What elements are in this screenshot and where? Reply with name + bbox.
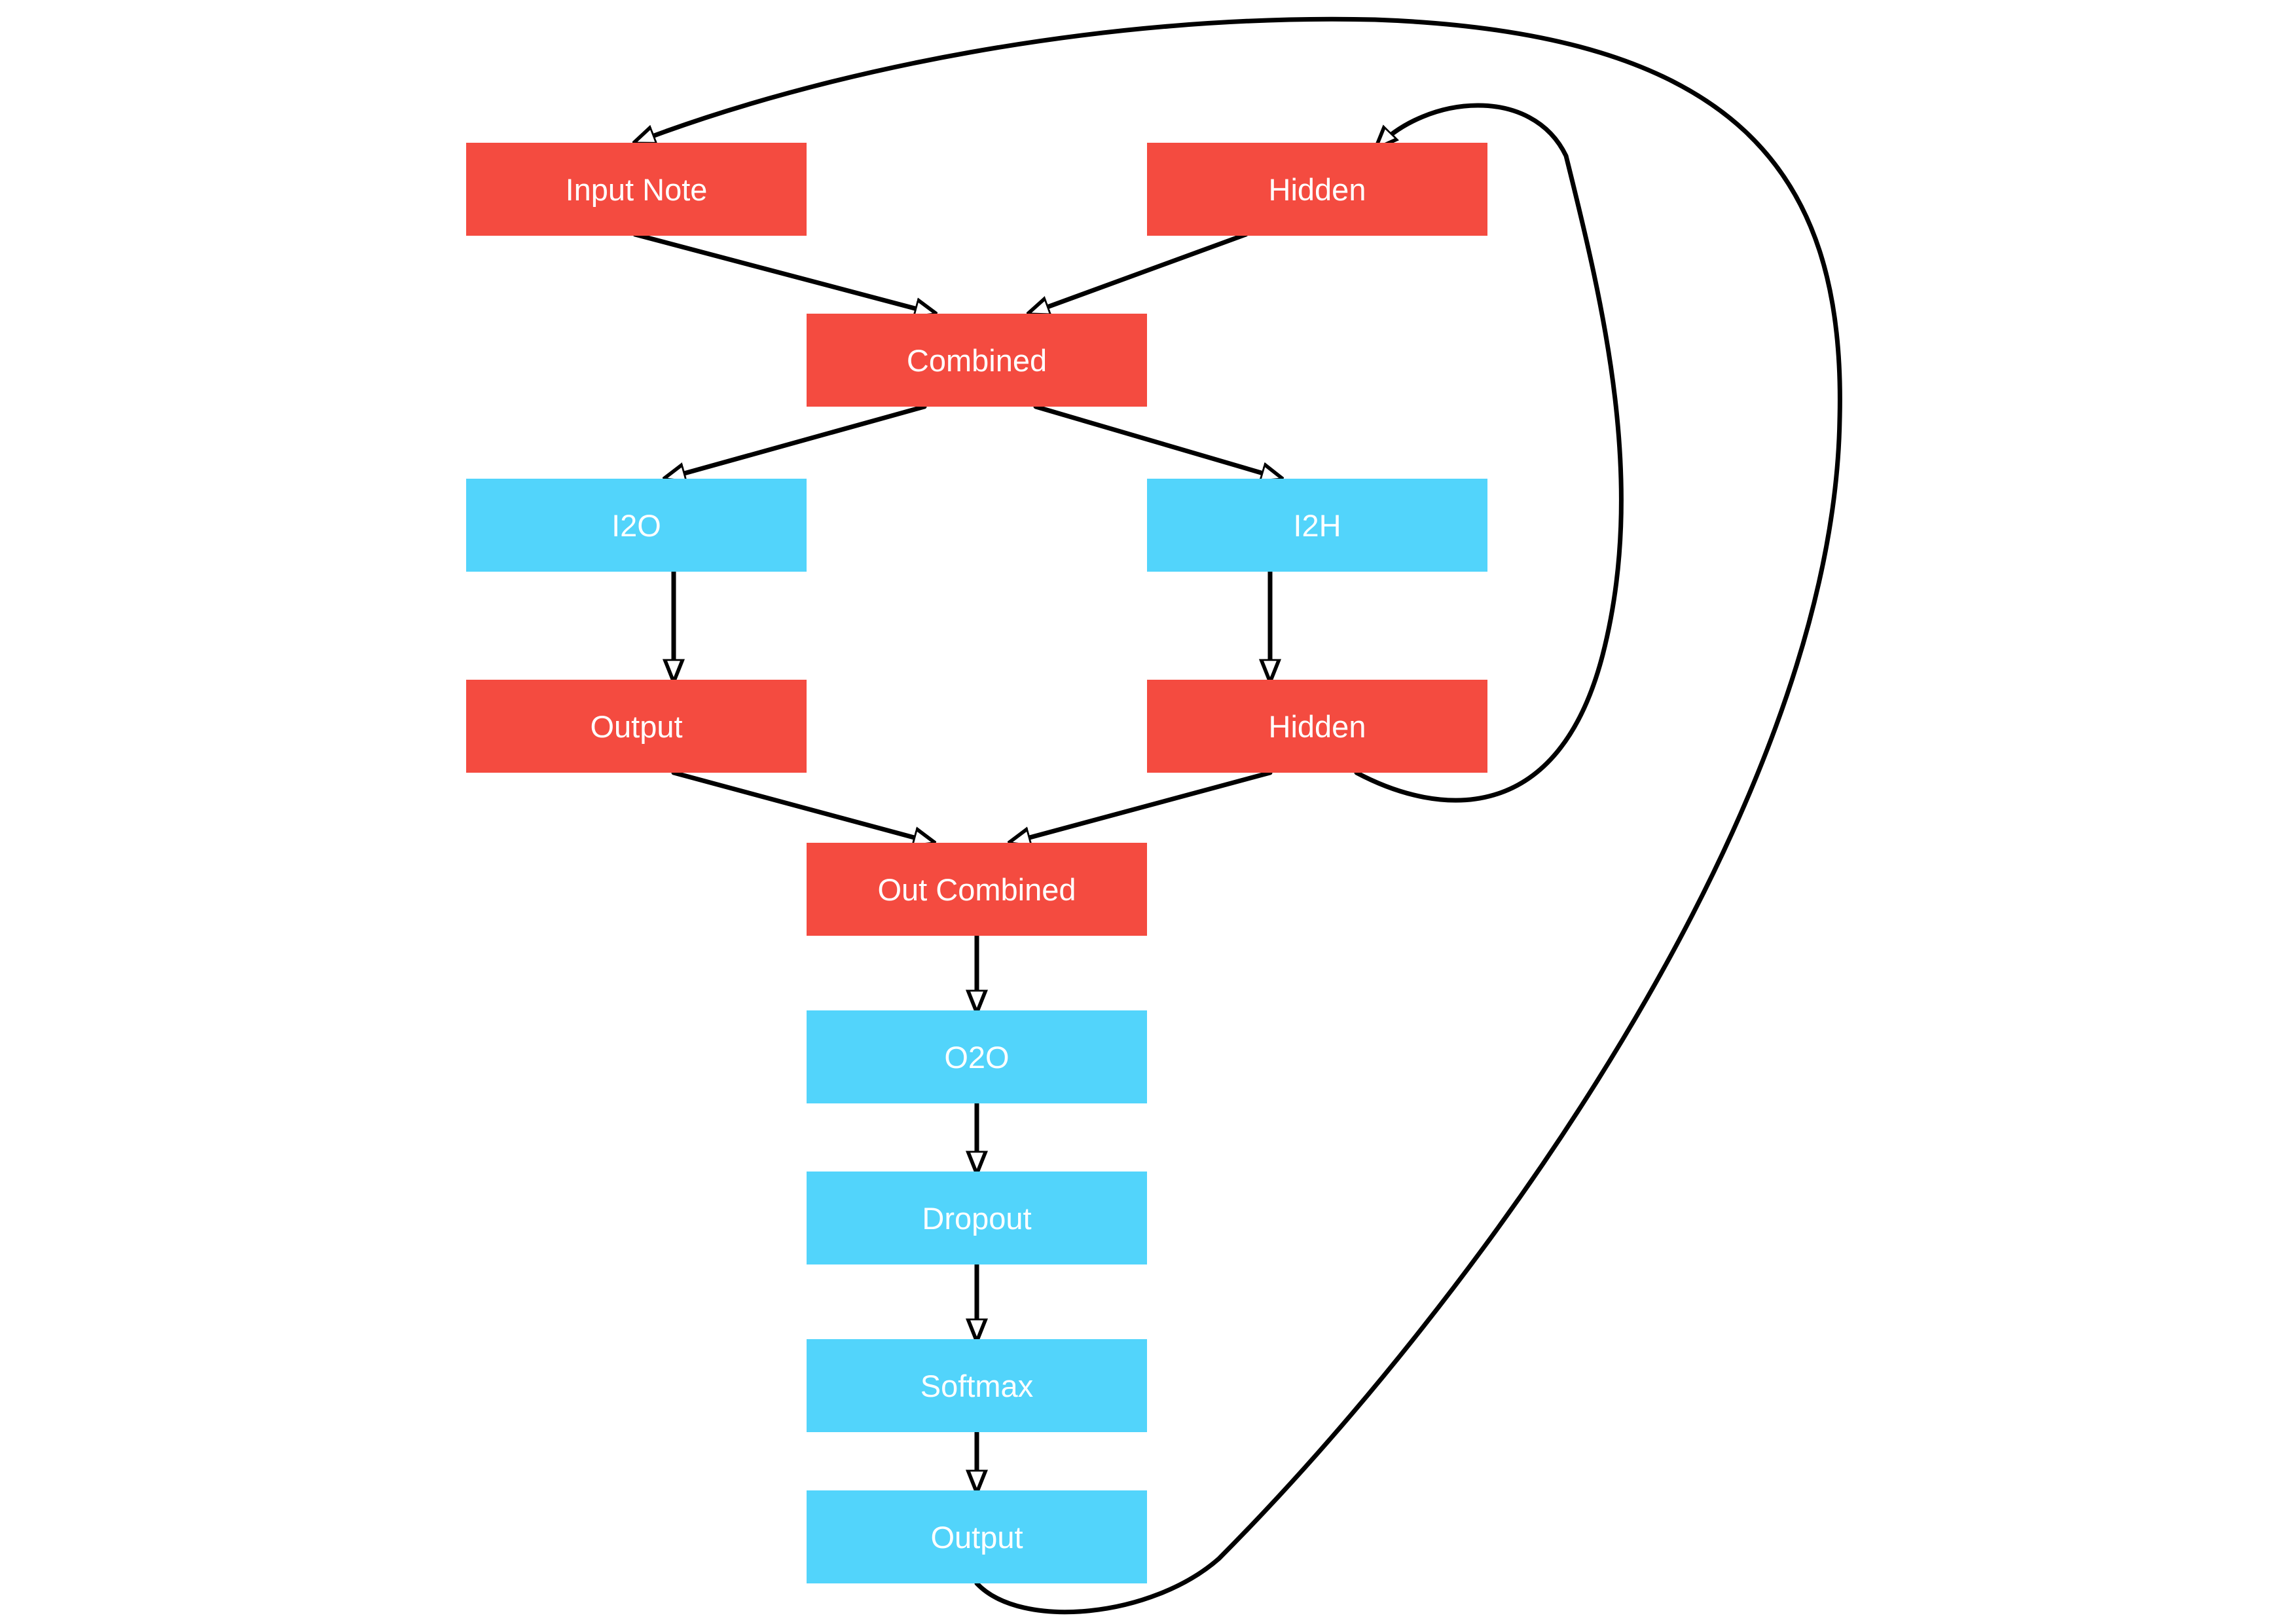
node-label: I2H bbox=[1293, 507, 1341, 543]
node-out-combined: Out Combined bbox=[807, 843, 1147, 936]
node-i2o: I2O bbox=[466, 479, 807, 572]
edge-hidden-recurrent-loop bbox=[1354, 103, 1624, 803]
node-output: Output bbox=[466, 680, 807, 773]
node-label: Hidden bbox=[1268, 709, 1366, 744]
node-label: O2O bbox=[944, 1039, 1010, 1075]
node-hidden-mid: Hidden bbox=[1147, 680, 1487, 773]
node-label: Out Combined bbox=[877, 872, 1076, 907]
node-combined: Combined bbox=[807, 314, 1147, 407]
edge-output-to-out-combined bbox=[671, 770, 934, 843]
node-softmax: Softmax bbox=[807, 1339, 1147, 1432]
edge-hidden-to-combined bbox=[1029, 232, 1248, 314]
node-label: Output bbox=[930, 1519, 1023, 1555]
node-label: I2O bbox=[611, 507, 661, 543]
node-input-note: Input Note bbox=[466, 143, 807, 236]
node-i2h: I2H bbox=[1147, 479, 1487, 572]
node-label: Hidden bbox=[1268, 172, 1366, 207]
node-dropout: Dropout bbox=[807, 1172, 1147, 1264]
node-label: Combined bbox=[906, 342, 1048, 378]
node-o2o: O2O bbox=[807, 1010, 1147, 1103]
node-output-final: Output bbox=[807, 1490, 1147, 1583]
node-hidden-top: Hidden bbox=[1147, 143, 1487, 236]
edge-output-feedback-to-input-note bbox=[635, 16, 1842, 1615]
node-label: Input Note bbox=[565, 172, 708, 207]
edge-input-note-to-combined bbox=[632, 232, 935, 314]
edge-combined-to-i2h bbox=[1033, 404, 1281, 479]
edge-hidden-to-out-combined bbox=[1010, 770, 1273, 843]
node-label: Softmax bbox=[920, 1368, 1034, 1403]
node-label: Output bbox=[590, 709, 683, 744]
edge-combined-to-i2o bbox=[665, 404, 927, 479]
node-label: Dropout bbox=[922, 1200, 1032, 1236]
